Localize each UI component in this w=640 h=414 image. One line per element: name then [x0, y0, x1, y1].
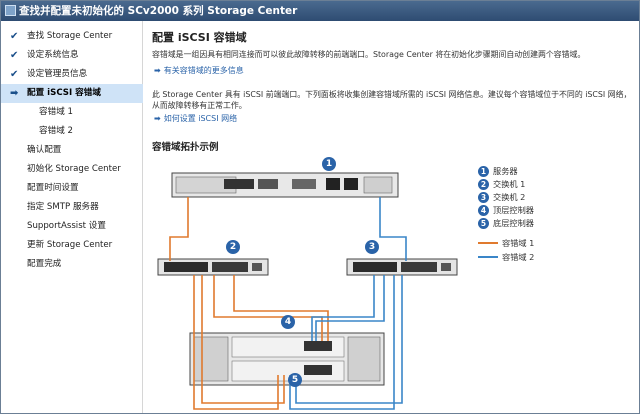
iscsi-setup-link[interactable]: ➡如何设置 iSCSI 网络 [154, 114, 238, 123]
intro-text: 容错域是一组因具有相同连接而可以彼此故障转移的前端端口。Storage Cent… [152, 50, 586, 59]
legend-domain-2-label: 容错域 2 [502, 252, 535, 262]
sidebar-item-update[interactable]: 更新 Storage Center [27, 240, 113, 250]
check-icon: ✔ [10, 31, 19, 42]
window-title: 查找并配置未初始化的 SCv2000 系列 Storage Center [19, 5, 298, 17]
sidebar-item-iscsi-fault-domains[interactable]: ➡ 配置 iSCSI 容错域 [1, 84, 143, 103]
switch-2 [346, 258, 458, 276]
check-icon: ✔ [10, 69, 19, 80]
fault-domain-topology-diagram [157, 172, 498, 410]
fault-domain-1-lines [169, 197, 329, 410]
callout-4: 4 [281, 315, 295, 329]
link-arrow-icon: ➡ [154, 114, 161, 123]
callout-1: 1 [322, 157, 336, 171]
window-icon [5, 5, 16, 16]
switch-1 [157, 258, 269, 276]
sidebar-item-initialize[interactable]: 初始化 Storage Center [27, 164, 121, 174]
sidebar-item-system-info[interactable]: ✔ 设定系统信息 [1, 46, 143, 65]
sidebar-item-smtp-server[interactable]: 指定 SMTP 服务器 [27, 202, 99, 212]
callout-5: 5 [288, 373, 302, 387]
storage-controllers [189, 332, 385, 386]
main-panel: 配置 iSCSI 容错域 容错域是一组因具有相同连接而可以彼此故障转移的前端端口… [144, 21, 639, 413]
title-bar: 查找并配置未初始化的 SCv2000 系列 Storage Center [1, 1, 639, 21]
link-arrow-icon: ➡ [154, 66, 161, 75]
server-unit [171, 172, 399, 198]
sidebar-item-supportassist[interactable]: SupportAssist 设置 [27, 221, 106, 231]
fault-domain-2-lines [289, 197, 407, 410]
callout-3: 3 [365, 240, 379, 254]
more-info-link[interactable]: ➡有关容错域的更多信息 [154, 66, 244, 75]
wizard-steps-sidebar: ✔ 查找 Storage Center ✔ 设定系统信息 ✔ 设定管理员信息 ➡… [1, 21, 143, 413]
page-title: 配置 iSCSI 容错域 [152, 31, 247, 44]
sidebar-item-admin-info[interactable]: ✔ 设定管理员信息 [1, 65, 143, 84]
sidebar-item-time-settings[interactable]: 配置时间设置 [27, 183, 79, 193]
sidebar-item-find-storage-center[interactable]: ✔ 查找 Storage Center [1, 27, 143, 46]
sidebar-item-confirm-config[interactable]: 确认配置 [27, 145, 62, 155]
check-icon: ✔ [10, 50, 19, 61]
sidebar-item-complete[interactable]: 配置完成 [27, 259, 62, 269]
sidebar-item-fault-domain-2[interactable]: 容错域 2 [39, 126, 73, 136]
callout-2: 2 [226, 240, 240, 254]
arrow-right-icon: ➡ [10, 88, 19, 99]
diagram-title: 容错域拓扑示例 [152, 142, 219, 153]
body-text: 此 Storage Center 具有 iSCSI 前端端口。下列面板将收集创建… [152, 90, 632, 110]
legend-domain-1-label: 容错域 1 [502, 238, 535, 248]
sidebar-item-fault-domain-1[interactable]: 容错域 1 [39, 107, 73, 117]
